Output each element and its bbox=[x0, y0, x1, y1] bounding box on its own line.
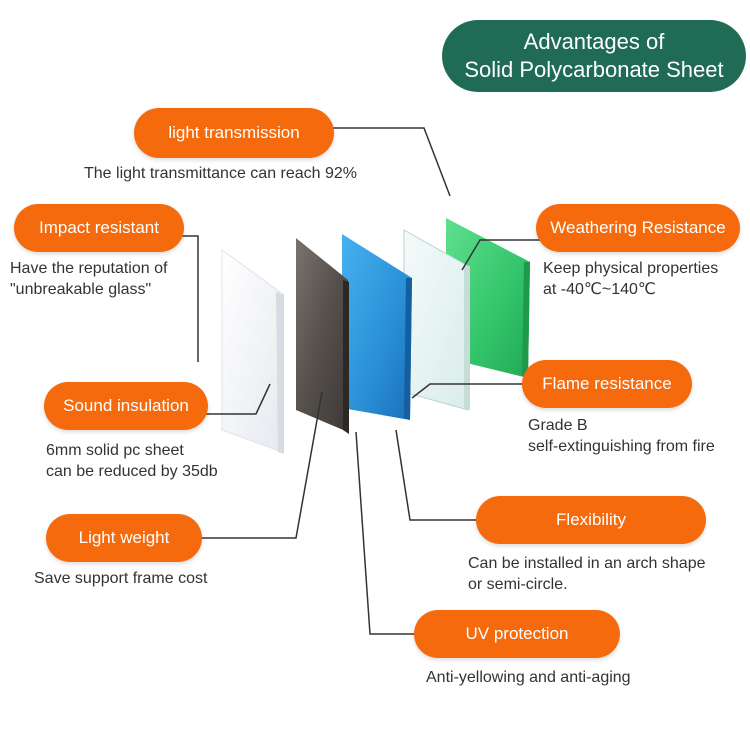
desc-flame-resistance: Grade B self-extinguishing from fire bbox=[528, 417, 715, 455]
desc-impact-resistant: Have the reputation of "unbreakable glas… bbox=[10, 260, 168, 298]
label-sound-insulation: Sound insulation bbox=[44, 382, 208, 430]
leader-flame-resistance bbox=[411, 383, 526, 399]
label-flexibility: Flexibility bbox=[476, 496, 706, 544]
title-badge: Advantages of Solid Polycarbonate Sheet bbox=[442, 20, 746, 92]
white-sheet bbox=[221, 249, 284, 454]
leader-sound-insulation bbox=[198, 383, 271, 415]
clear-sheet bbox=[403, 229, 470, 411]
label-uv-protection: UV protection bbox=[414, 610, 620, 658]
desc-flexibility: Can be installed in an arch shape or sem… bbox=[468, 555, 706, 593]
leader-flexibility bbox=[395, 429, 478, 521]
leader-uv-protection bbox=[355, 431, 418, 635]
label-weathering-resistance: Weathering Resistance bbox=[536, 204, 740, 252]
desc-light-weight: Save support frame cost bbox=[34, 570, 208, 587]
leader-lines bbox=[167, 127, 540, 635]
blue-sheet bbox=[342, 234, 412, 420]
label-light-transmission: light transmission bbox=[134, 108, 334, 158]
desc-light-transmission: The light transmittance can reach 92% bbox=[84, 165, 358, 182]
label-light-weight: Light weight bbox=[46, 514, 202, 562]
label-impact-resistant: Impact resistant bbox=[14, 204, 184, 252]
leader-light-transmission bbox=[332, 127, 451, 197]
label-flame-resistance: Flame resistance bbox=[522, 360, 692, 408]
leader-light-weight bbox=[198, 391, 323, 539]
desc-sound-insulation: 6mm solid pc sheet can be reduced by 35d… bbox=[46, 442, 218, 480]
leader-impact-resistant bbox=[167, 235, 199, 362]
desc-weathering-resistance: Keep physical properties at -40℃~140℃ bbox=[543, 260, 719, 298]
title-line-1: Advantages of bbox=[523, 29, 665, 54]
leader-weathering-resistance bbox=[461, 239, 540, 271]
title-line-2: Solid Polycarbonate Sheet bbox=[464, 57, 724, 82]
desc-uv-protection: Anti-yellowing and anti-aging bbox=[426, 669, 631, 686]
bronze-sheet bbox=[296, 238, 349, 434]
